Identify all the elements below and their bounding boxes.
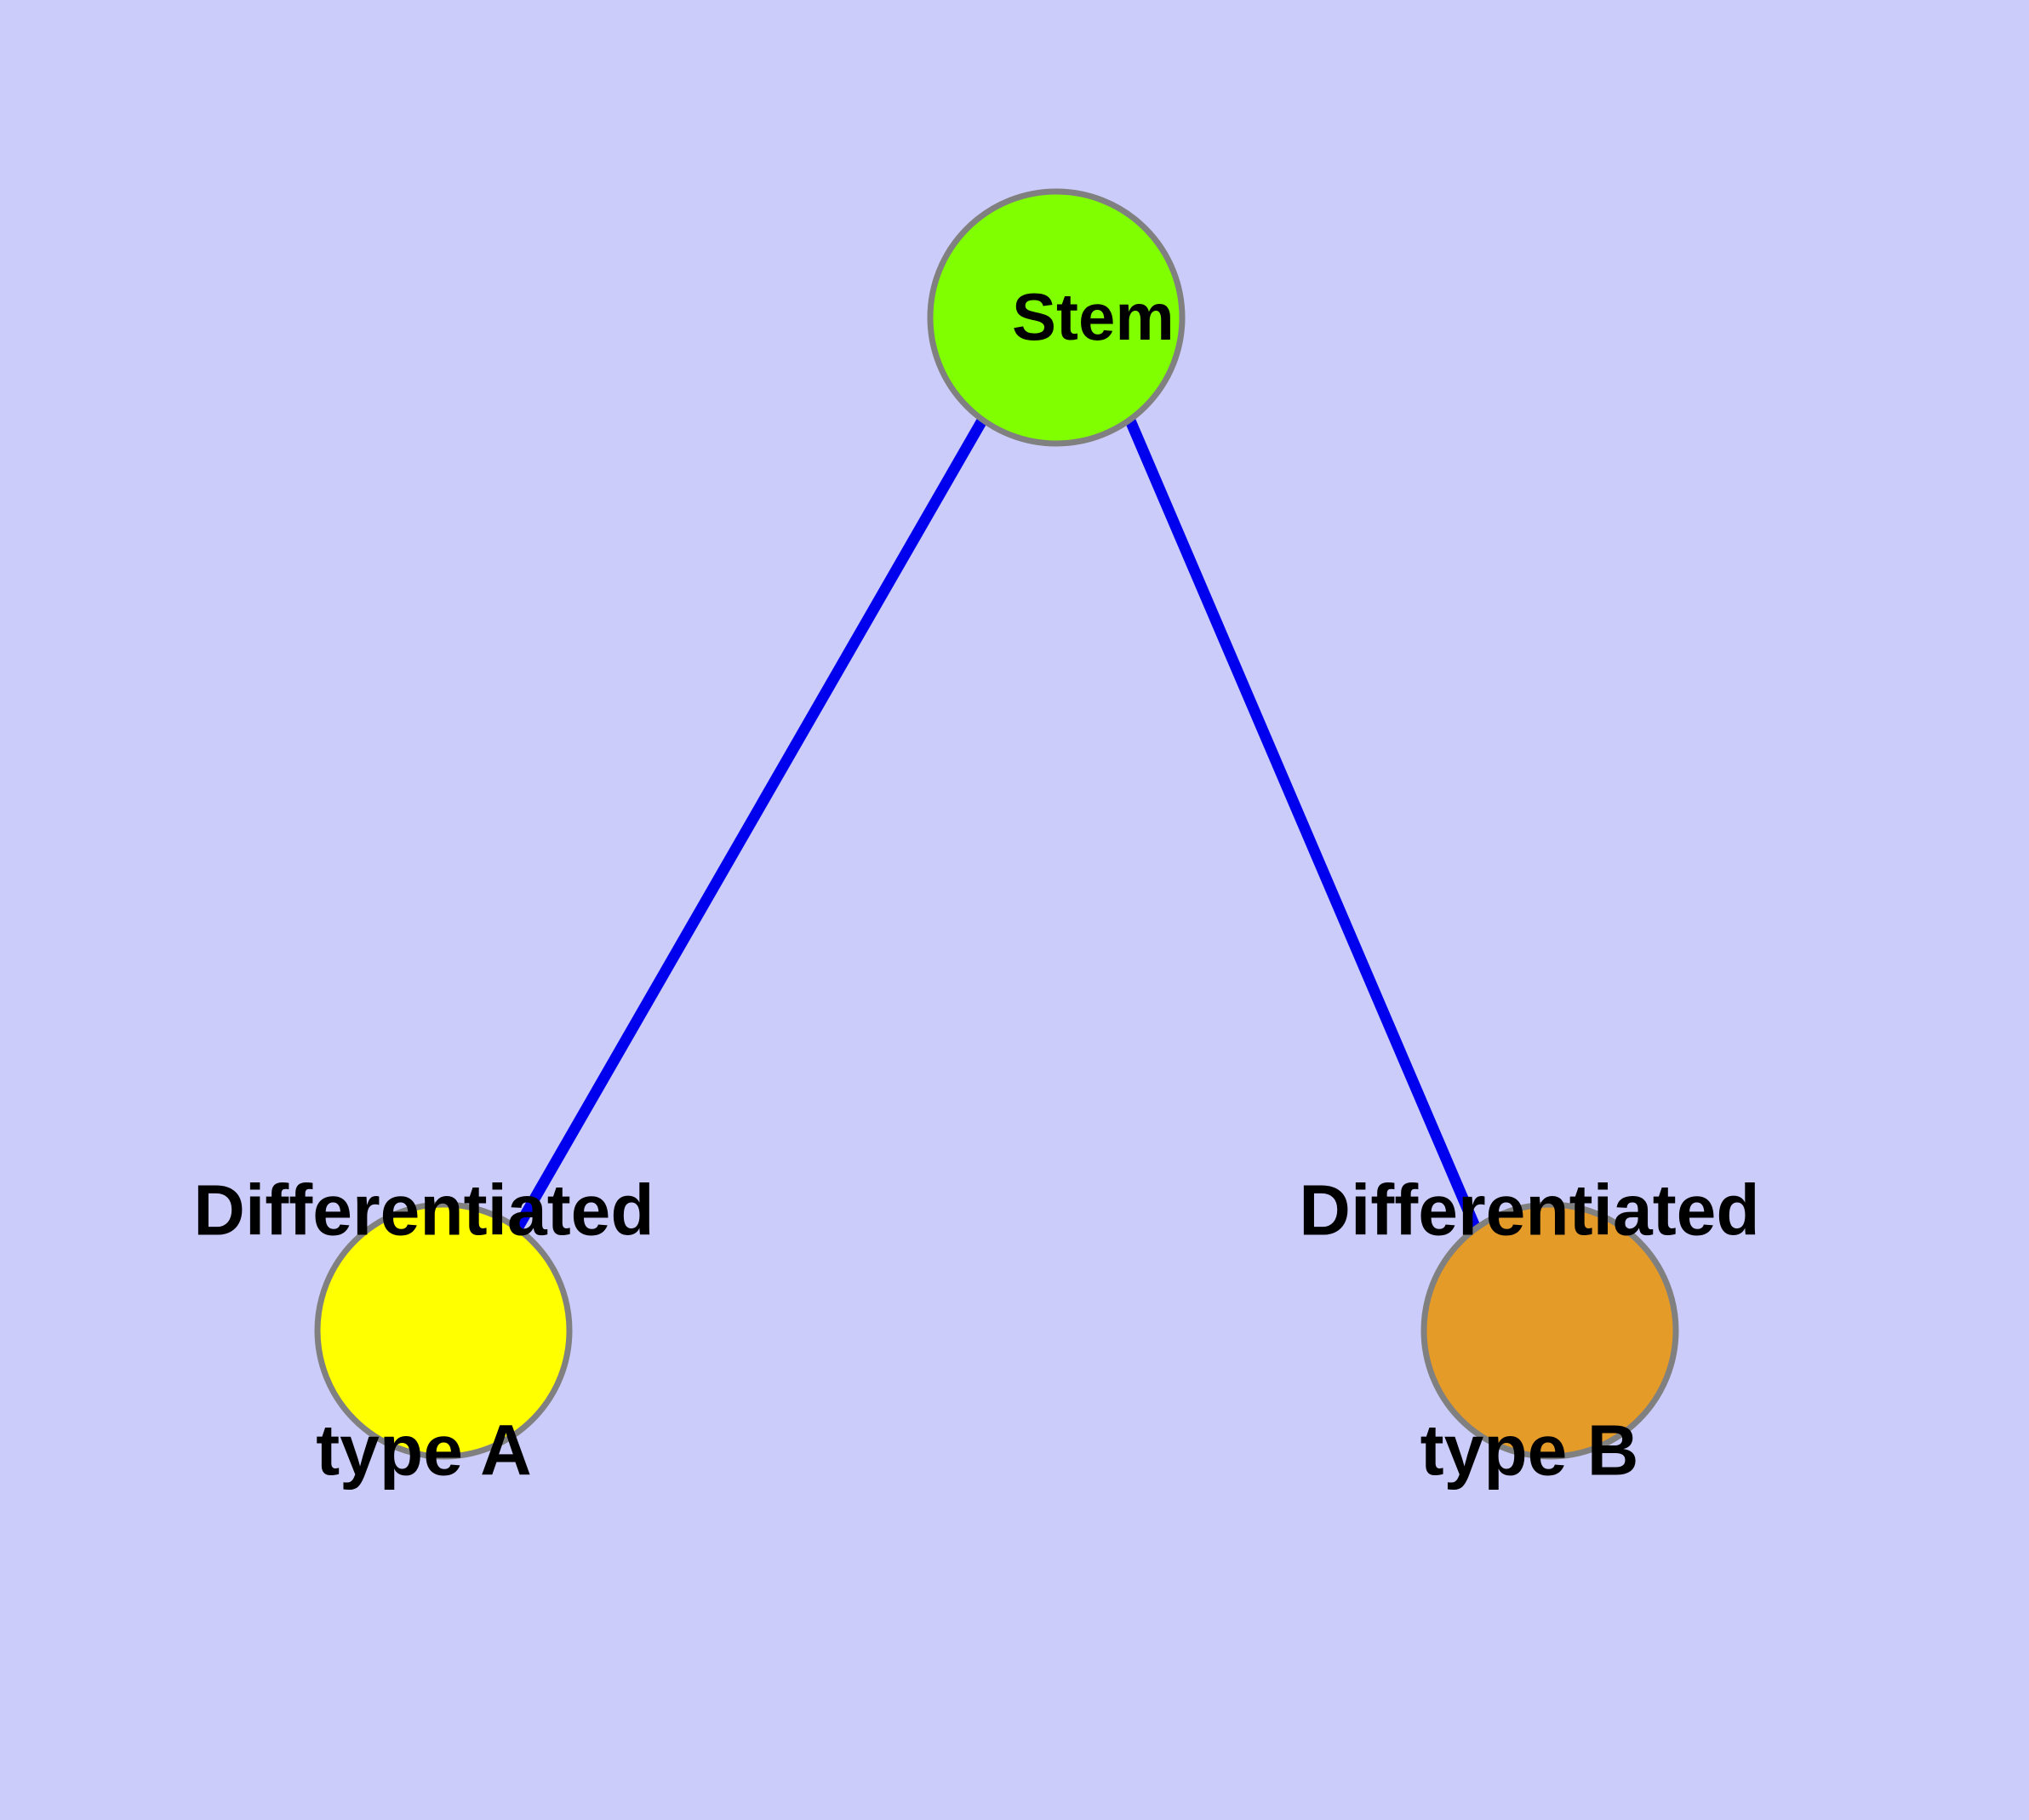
nodes-layer: [314, 188, 1679, 1460]
edges-layer: [512, 417, 1481, 1232]
node-stem[interactable]: [927, 188, 1186, 447]
node-diff-type-a[interactable]: [314, 1201, 573, 1460]
edge-stem-to-diff-type-b[interactable]: [1125, 418, 1481, 1231]
node-diff-type-b[interactable]: [1420, 1201, 1679, 1460]
edge-stem-to-diff-type-a[interactable]: [512, 417, 987, 1232]
